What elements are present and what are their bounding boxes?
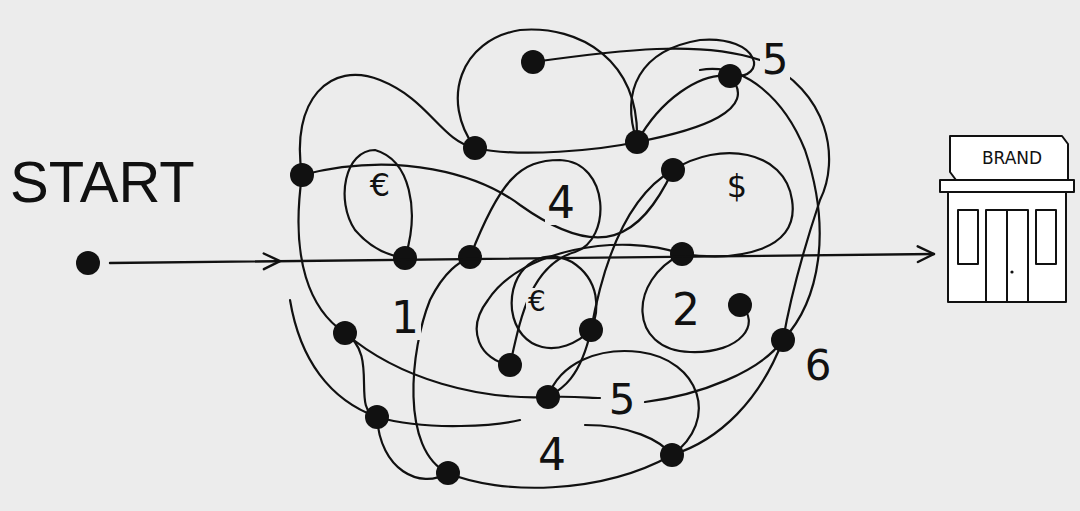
callout-number: 2: [670, 288, 702, 332]
callout-number: 5: [760, 39, 791, 81]
callout-number: 4: [536, 433, 568, 477]
callout-number: 1: [389, 296, 421, 340]
callout-number: 6: [803, 345, 834, 387]
start-point: START: [76, 251, 100, 275]
journey-arrow: [110, 246, 934, 269]
start-label: START: [10, 153, 195, 211]
currency-symbol: €: [526, 288, 548, 316]
store-sign: BRAND: [982, 150, 1042, 167]
currency-symbol: $: [725, 170, 749, 202]
brand-store: BRAND: [938, 132, 1076, 307]
callout-number: 5: [607, 379, 638, 421]
callout-number: 4: [545, 181, 577, 225]
currency-symbol: €: [368, 169, 392, 201]
